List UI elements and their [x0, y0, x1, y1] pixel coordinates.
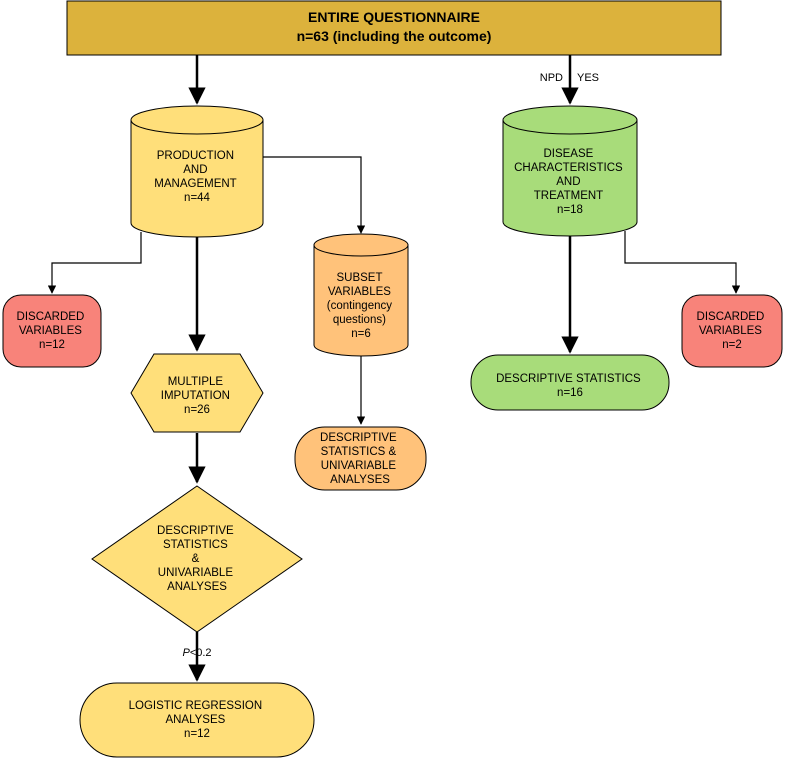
p-threshold-label: P<0.2	[182, 647, 211, 659]
production-cylinder: PRODUCTION AND MANAGEMENT n=44	[130, 105, 264, 238]
logistic-box: LOGISTIC REGRESSION ANALYSES n=12	[79, 682, 315, 758]
discarded-right-box: DISCARDED VARIABLES n=2	[681, 294, 783, 368]
logistic-rect	[79, 682, 315, 758]
subset-body	[313, 244, 409, 357]
subset-cylinder: SUBSET VARIABLES (contingency questions)…	[313, 233, 409, 357]
descriptive-right-box: DESCRIPTIVE STATISTICS n=16	[470, 354, 670, 411]
yes-label: YES	[577, 72, 599, 84]
analysis-diamond: DESCRIPTIVE STATISTICS & UNIVARIABLE ANA…	[91, 485, 303, 633]
header-box: ENTIRE QUESTIONNAIRE n=63 (including the…	[66, 0, 722, 56]
diamond-shape	[91, 485, 303, 633]
discarded-right-rect	[681, 294, 783, 368]
subset-label: SUBSET VARIABLES (contingency questions)…	[327, 272, 395, 340]
diamond-label: DESCRIPTIVE STATISTICS & UNIVARIABLE ANA…	[157, 525, 237, 593]
descriptive-right-rect	[470, 354, 670, 411]
header-subtitle: n=63 (including the outcome)	[297, 28, 492, 44]
production-top	[130, 105, 264, 135]
imputation-shape	[130, 353, 264, 433]
edge-production-to-subset	[263, 156, 366, 234]
disease-top	[502, 105, 638, 135]
discarded-left-rect	[2, 294, 102, 368]
logistic-label: LOGISTIC REGRESSION ANALYSES n=12	[129, 700, 266, 740]
header-rect	[66, 0, 722, 56]
imputation-label: MULTIPLE IMPUTATION n=26	[161, 376, 233, 416]
imputation-hexagon: MULTIPLE IMPUTATION n=26	[130, 353, 264, 433]
edge-disease-to-discarded	[624, 231, 741, 294]
discarded-left-label: DISCARDED VARIABLES n=12	[17, 311, 88, 351]
disease-label: DISEASE CHARACTERISTICS AND TREATMENT n=…	[514, 148, 626, 216]
npd-label: NPD	[540, 72, 563, 84]
header-title: ENTIRE QUESTIONNAIRE	[308, 9, 480, 25]
descriptive-right-label: DESCRIPTIVE STATISTICS n=16	[496, 373, 644, 399]
disease-cylinder: DISEASE CHARACTERISTICS AND TREATMENT n=…	[502, 105, 638, 237]
production-body	[130, 119, 264, 238]
disease-body	[502, 119, 638, 237]
subset-stats-label: DESCRIPTIVE STATISTICS & UNIVARIABLE ANA…	[320, 432, 400, 486]
subset-stats-box: DESCRIPTIVE STATISTICS & UNIVARIABLE ANA…	[294, 426, 427, 491]
discarded-left-box: DISCARDED VARIABLES n=12	[2, 294, 102, 368]
subset-stats-rect	[294, 426, 427, 491]
production-label: PRODUCTION AND MANAGEMENT n=44	[154, 150, 239, 204]
subset-top	[313, 233, 409, 257]
edge-labels: NPD YES P<0.2	[182, 72, 599, 659]
discarded-right-label: DISCARDED VARIABLES n=2	[697, 311, 768, 351]
edge-production-to-discarded	[47, 232, 142, 294]
connectors	[47, 55, 741, 682]
